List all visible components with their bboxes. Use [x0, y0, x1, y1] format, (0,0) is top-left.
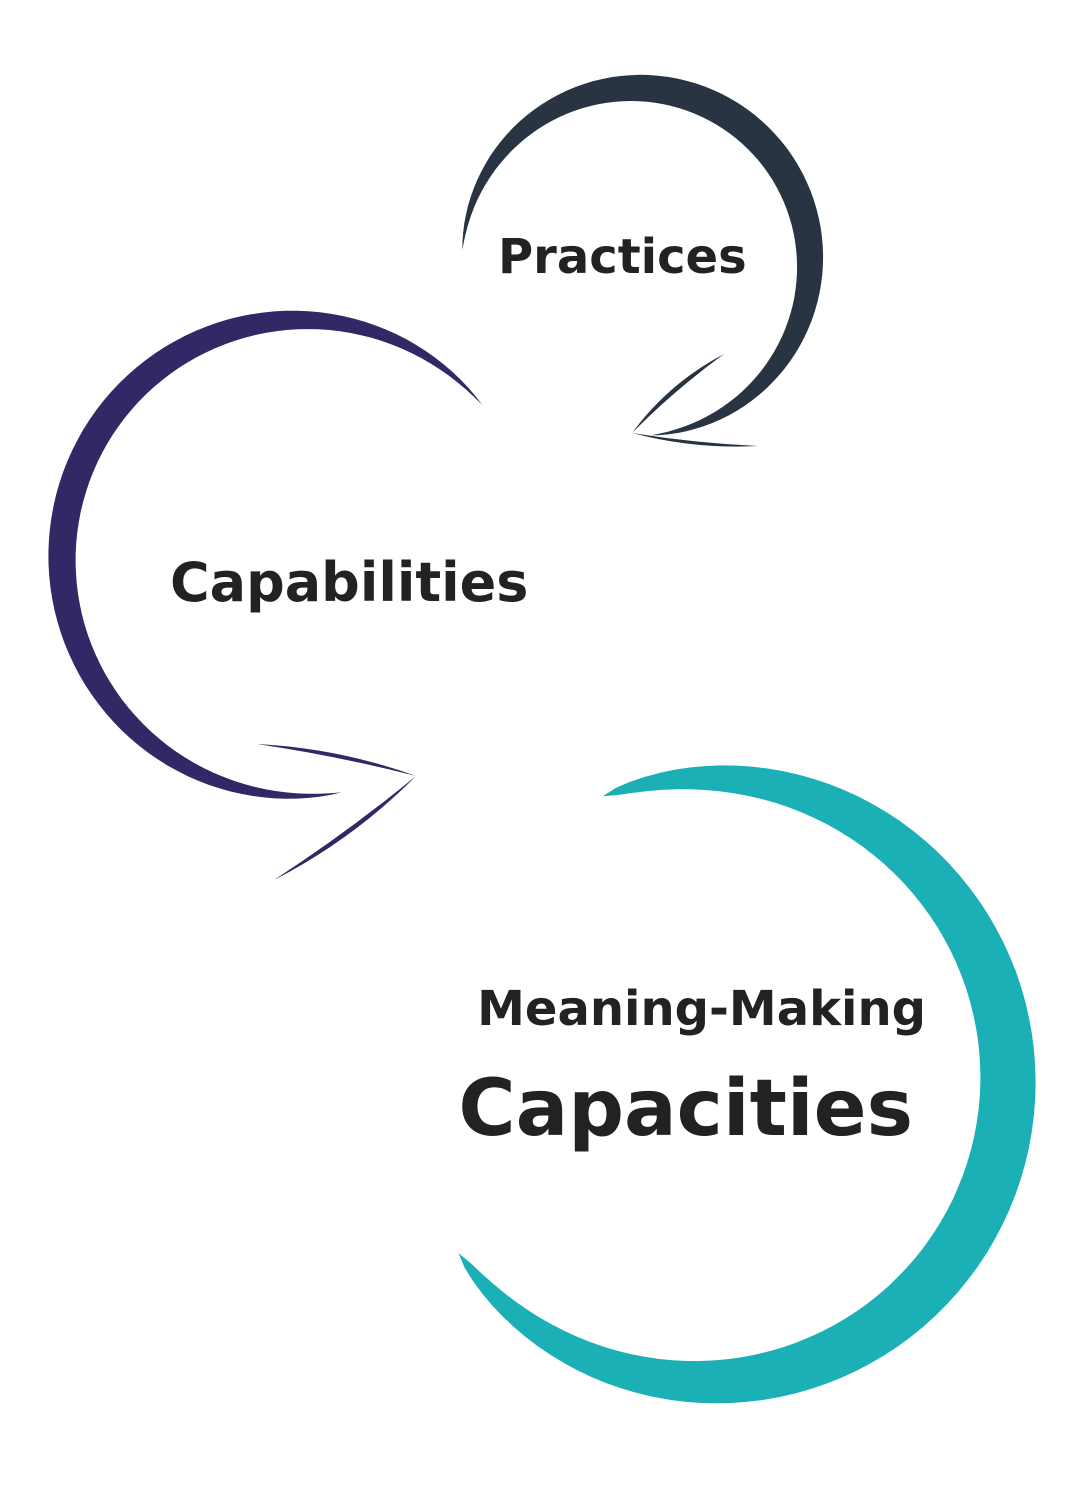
- practices-label: Practices: [498, 229, 747, 285]
- capabilities-arrowhead-upper: [257, 744, 416, 776]
- meaning-making-label: Meaning-Making: [477, 981, 926, 1037]
- capabilities-arrowhead-lower: [274, 776, 416, 880]
- capabilities-label: Capabilities: [170, 551, 529, 614]
- practices-arrowhead-lower: [632, 433, 758, 447]
- capacities-label: Capacities: [458, 1064, 913, 1154]
